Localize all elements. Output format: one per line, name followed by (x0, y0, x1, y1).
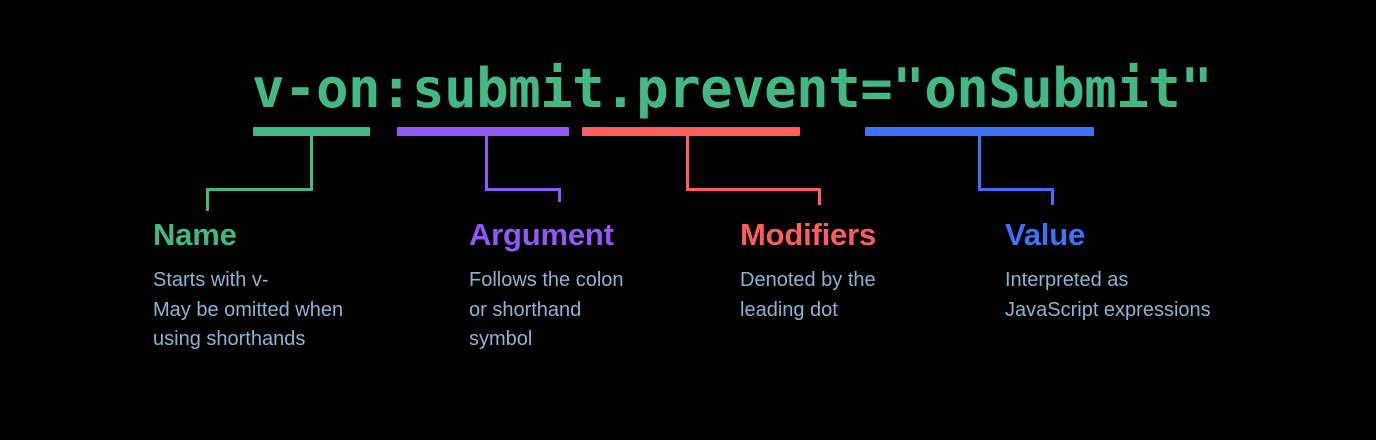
legend-description-argument: Follows the colon or shorthand symbol (469, 269, 624, 351)
connector-modifiers (686, 131, 821, 205)
underline-bar-name (253, 127, 370, 136)
legend-title-modifiers: Modifiers (740, 217, 876, 252)
legend-title-name: Name (153, 217, 237, 252)
connector-name (206, 131, 313, 211)
legend-description-name: Starts with v- May be omitted when using… (153, 269, 344, 351)
underline-bar-value (865, 127, 1094, 136)
code-expression: v-on:submit.prevent="onSubmit" (252, 57, 1213, 120)
legend-column-name: Name Starts with v- May be omitted when … (153, 217, 453, 355)
legend-description-value: Interpreted as JavaScript expressions (1005, 269, 1211, 321)
legend-description-modifiers: Denoted by the leading dot (740, 269, 876, 321)
connector-value (978, 131, 1054, 205)
legend-column-modifiers: Modifiers Denoted by the leading dot (740, 217, 995, 325)
connector-argument (485, 131, 561, 202)
underline-bar-argument (397, 127, 569, 136)
underline-bar-modifiers (582, 127, 800, 136)
legend-column-argument: Argument Follows the colon or shorthand … (469, 217, 729, 355)
legend-title-value: Value (1005, 217, 1085, 252)
legend-title-argument: Argument (469, 217, 614, 252)
legend-column-value: Value Interpreted as JavaScript expressi… (1005, 217, 1335, 325)
